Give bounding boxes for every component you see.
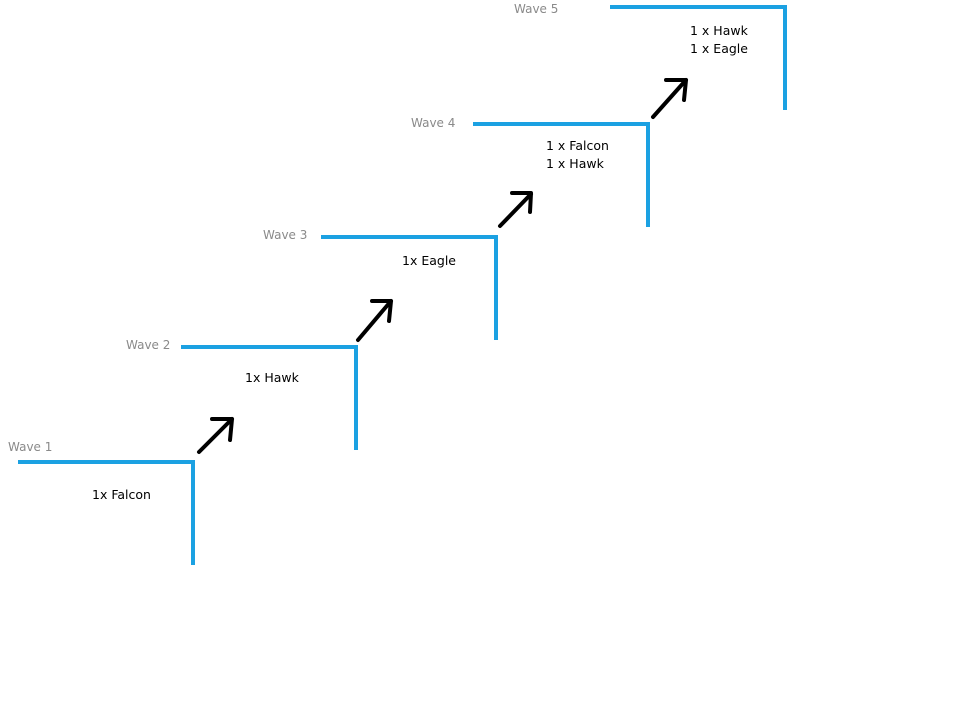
wave-5-line-1: 1 x Hawk [690,23,748,38]
wave-5-label: Wave 5 [514,2,559,16]
wave-1-label: Wave 1 [8,440,53,454]
wave-3-line-1: 1x Eagle [402,253,456,268]
wave-2-line-1: 1x Hawk [245,370,299,385]
wave-5-content: 1 x Hawk 1 x Eagle [690,22,748,58]
step-wave-5 [610,5,787,110]
step-wave-1 [18,460,195,565]
step-wave-3 [321,235,498,340]
arrow-up-right-icon [651,78,688,119]
arrow-up-right-icon [356,299,393,342]
arrow-up-right-icon [498,191,533,228]
wave-4-label: Wave 4 [411,116,456,130]
arrow-up-right-icon [197,417,234,454]
wave-1-content: 1x Falcon [92,486,151,504]
step-wave-4 [473,122,650,227]
wave-5-line-2: 1 x Eagle [690,41,748,56]
wave-3-label: Wave 3 [263,228,308,242]
step-wave-2 [181,345,358,450]
wave-4-content: 1 x Falcon 1 x Hawk [546,137,609,173]
wave-3-content: 1x Eagle [402,252,456,270]
wave-2-content: 1x Hawk [245,369,299,387]
wave-2-label: Wave 2 [126,338,171,352]
wave-4-line-2: 1 x Hawk [546,156,604,171]
wave-1-line-1: 1x Falcon [92,487,151,502]
wave-4-line-1: 1 x Falcon [546,138,609,153]
